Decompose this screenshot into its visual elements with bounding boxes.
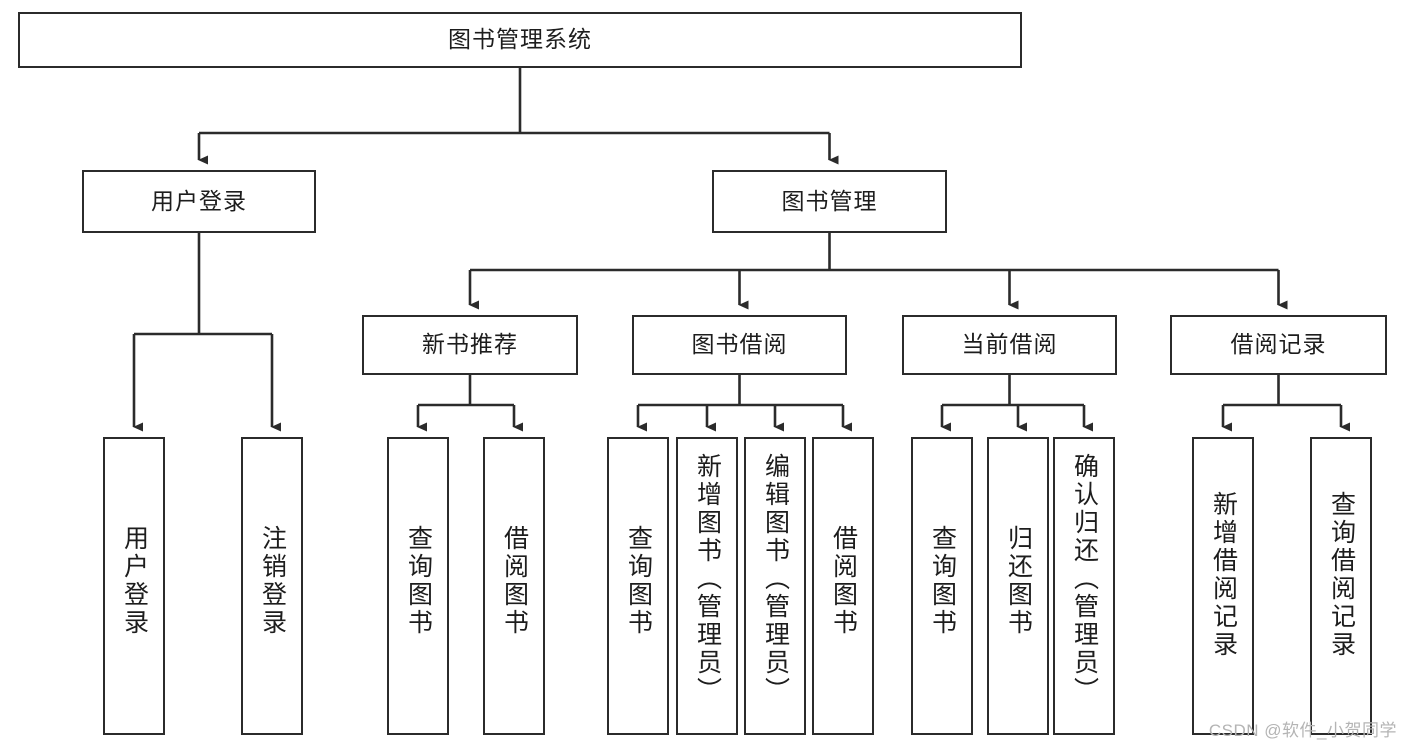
node-label: 查询图书 (928, 525, 957, 637)
node-label: 新书推荐 (422, 331, 518, 358)
node-label: 图书管理系统 (448, 26, 592, 53)
leaf-node-10[interactable]: 确认归还（管理员） (1053, 437, 1115, 735)
level2-node-0[interactable]: 用户登录 (82, 170, 316, 233)
node-label: 借阅图书 (829, 525, 858, 637)
level3-node-1[interactable]: 图书借阅 (632, 315, 847, 375)
root-node-book-management-system[interactable]: 图书管理系统 (18, 12, 1022, 68)
node-label: 注销登录 (258, 525, 287, 637)
leaf-node-7[interactable]: 借阅图书 (812, 437, 874, 735)
leaf-node-9[interactable]: 归还图书 (987, 437, 1049, 735)
node-label: 当前借阅 (961, 331, 1058, 358)
leaf-node-3[interactable]: 借阅图书 (483, 437, 545, 735)
leaf-node-6[interactable]: 编辑图书（管理员） (744, 437, 806, 735)
node-label: 用户登录 (120, 525, 149, 637)
level3-node-2[interactable]: 当前借阅 (902, 315, 1117, 375)
node-label: 借阅图书 (500, 525, 529, 637)
leaf-node-1[interactable]: 注销登录 (241, 437, 303, 735)
leaf-node-0[interactable]: 用户登录 (103, 437, 165, 735)
leaf-node-8[interactable]: 查询图书 (911, 437, 973, 735)
leaf-node-4[interactable]: 查询图书 (607, 437, 669, 735)
node-label: 新增借阅记录 (1209, 491, 1238, 659)
leaf-node-11[interactable]: 新增借阅记录 (1192, 437, 1254, 735)
level2-node-1[interactable]: 图书管理 (712, 170, 947, 233)
node-label: 归还图书 (1004, 525, 1033, 637)
node-label: 查询图书 (404, 525, 433, 637)
node-label: 查询借阅记录 (1327, 491, 1356, 659)
leaf-node-12[interactable]: 查询借阅记录 (1310, 437, 1372, 735)
node-label: 借阅记录 (1230, 331, 1327, 358)
node-label: 查询图书 (624, 525, 653, 637)
node-label: 图书借阅 (691, 331, 788, 358)
node-label: 编辑图书（管理员） (761, 453, 790, 705)
watermark-label: CSDN @软件_小贺同学 (1208, 721, 1397, 740)
level3-node-3[interactable]: 借阅记录 (1170, 315, 1387, 375)
level3-node-0[interactable]: 新书推荐 (362, 315, 578, 375)
node-label: 新增图书（管理员） (693, 453, 722, 705)
leaf-node-2[interactable]: 查询图书 (387, 437, 449, 735)
node-label: 确认归还（管理员） (1070, 453, 1099, 705)
leaf-node-5[interactable]: 新增图书（管理员） (676, 437, 738, 735)
node-label: 用户登录 (151, 187, 247, 214)
node-label: 图书管理 (781, 187, 878, 214)
